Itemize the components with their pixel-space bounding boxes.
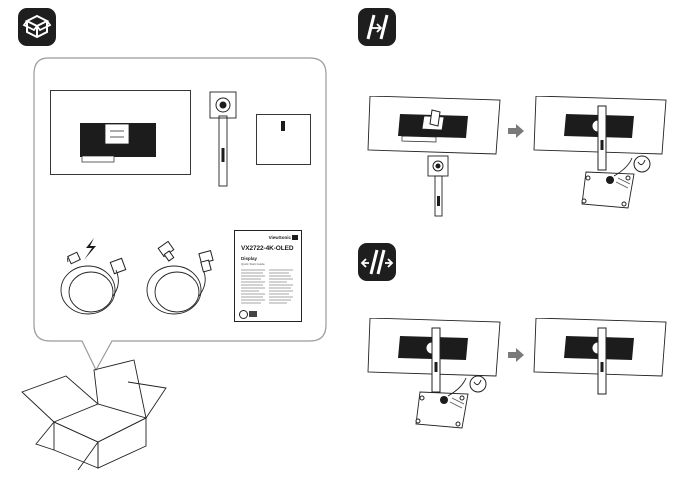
detach-arrow [508, 348, 524, 362]
guide-model: VX2722-4K-OLED [241, 245, 294, 252]
guide-brand: ViewSonic [268, 235, 291, 240]
guide-logo-circle [239, 310, 248, 319]
detach-stand-badge [358, 243, 396, 281]
guide-brand-mark [292, 235, 298, 240]
detach-stand-icon [360, 249, 394, 275]
package-contents-icon [22, 14, 52, 39]
guide-subtitle: Quick Start Guide [241, 262, 265, 266]
attach-stand-badge [358, 8, 396, 46]
guide-text-block [241, 269, 293, 304]
stand-illustration [209, 91, 237, 187]
guide-title: Display [241, 256, 258, 261]
base-illustration [256, 114, 311, 165]
package-contents-badge [18, 8, 56, 46]
open-box-illustration [21, 359, 167, 471]
detach-step-2 [533, 318, 667, 395]
attach-stand-icon [366, 14, 389, 40]
power-cable-illustration [60, 238, 127, 315]
guide-barcode [249, 311, 257, 317]
attach-step-2 [533, 96, 667, 209]
detach-step-1 [367, 318, 501, 429]
monitor-illustration [50, 90, 191, 175]
attach-step-1 [367, 96, 501, 217]
hdmi-cable-illustration [146, 240, 214, 315]
quick-start-guide: ViewSonic VX2722-4K-OLED Display Quick S… [234, 230, 302, 322]
attach-arrow [508, 124, 524, 138]
